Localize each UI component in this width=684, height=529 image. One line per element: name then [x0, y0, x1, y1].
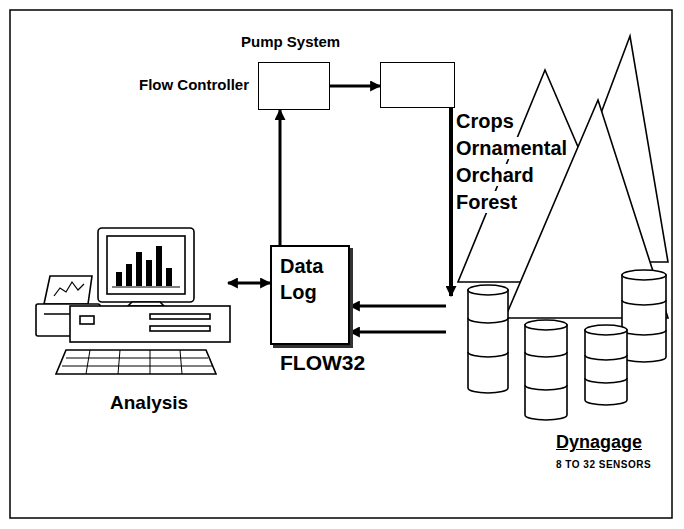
controller-box: Flow Controller — [258, 62, 330, 110]
drive-slot — [150, 326, 210, 331]
power-button — [80, 316, 94, 324]
node-label: Analysis — [110, 392, 188, 414]
flow-arrow — [449, 108, 453, 296]
flow-arrow — [350, 331, 446, 334]
flow-arrow — [279, 110, 282, 245]
sensor-group: Dynagage 8 TO 32 SENSORS — [446, 296, 670, 482]
drum-band — [525, 352, 567, 390]
keyboard — [56, 350, 216, 374]
system-unit — [70, 306, 230, 342]
node-label: Flow Controller — [139, 76, 249, 93]
plant-list: Crops Ornamental Orchard Forest — [456, 110, 567, 213]
node-label: Pump System — [241, 33, 340, 50]
paper-trace — [54, 282, 84, 296]
computer-node: Analysis — [38, 228, 228, 418]
computer-icon — [36, 228, 230, 374]
model-name: FLOW32 — [280, 351, 365, 375]
sensor-count: 8 TO 32 SENSORS — [556, 459, 651, 470]
drum-band — [622, 300, 666, 335]
node-label: Data Log — [280, 253, 340, 305]
drum-top — [468, 285, 508, 295]
plant-types: Crops Ornamental Orchard Forest — [456, 108, 581, 216]
drum-top — [585, 325, 627, 335]
drum-top — [525, 320, 567, 330]
data-logger-box: Data LogFLOW32 — [270, 245, 350, 345]
drum-body — [622, 275, 666, 362]
drive-slot — [150, 314, 210, 319]
printer-paper — [44, 276, 92, 304]
bar-chart — [116, 246, 172, 286]
flow-arrow — [350, 305, 446, 308]
monitor-case — [98, 228, 194, 302]
flow-arrow — [228, 282, 270, 285]
drum-band — [468, 318, 508, 357]
flow-arrow — [330, 85, 380, 88]
drum-body — [585, 330, 627, 405]
pump-box: Pump System — [380, 62, 455, 108]
keyboard-keys — [62, 350, 212, 374]
monitor-screen — [107, 236, 185, 294]
product-name: Dynagage — [556, 432, 642, 453]
sensor-drums — [468, 270, 666, 420]
drum-top — [622, 270, 666, 280]
frame-border — [10, 10, 672, 518]
drum-band — [585, 355, 627, 383]
drum-body — [468, 290, 508, 393]
drum-body — [525, 325, 567, 420]
